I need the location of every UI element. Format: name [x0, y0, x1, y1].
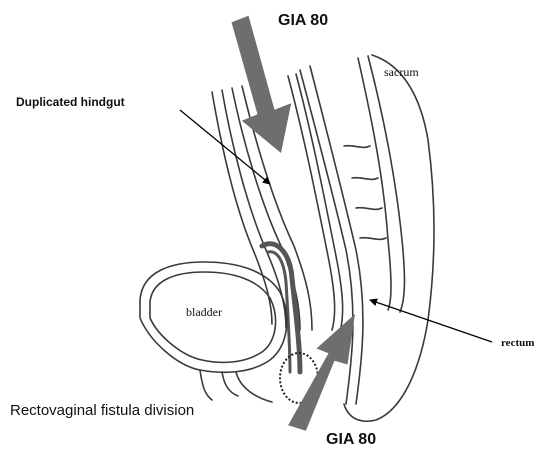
gia-top-label: GIA 80 — [278, 13, 328, 29]
sacrum-outline — [344, 55, 434, 421]
gia-bottom-label: GIA 80 — [326, 432, 376, 448]
vaginal-wall — [262, 244, 300, 372]
fistula-label: Rectovaginal fistula division — [10, 403, 194, 418]
sacrum-label: sacrum — [384, 66, 419, 78]
bladder-label: bladder — [186, 306, 222, 318]
duplicated-hindgut-label: Duplicated hindgut — [16, 96, 125, 108]
rectum-label: rectum — [501, 338, 534, 349]
rectum-pointer-line — [370, 300, 492, 342]
stapler-arrow-top — [232, 16, 292, 153]
